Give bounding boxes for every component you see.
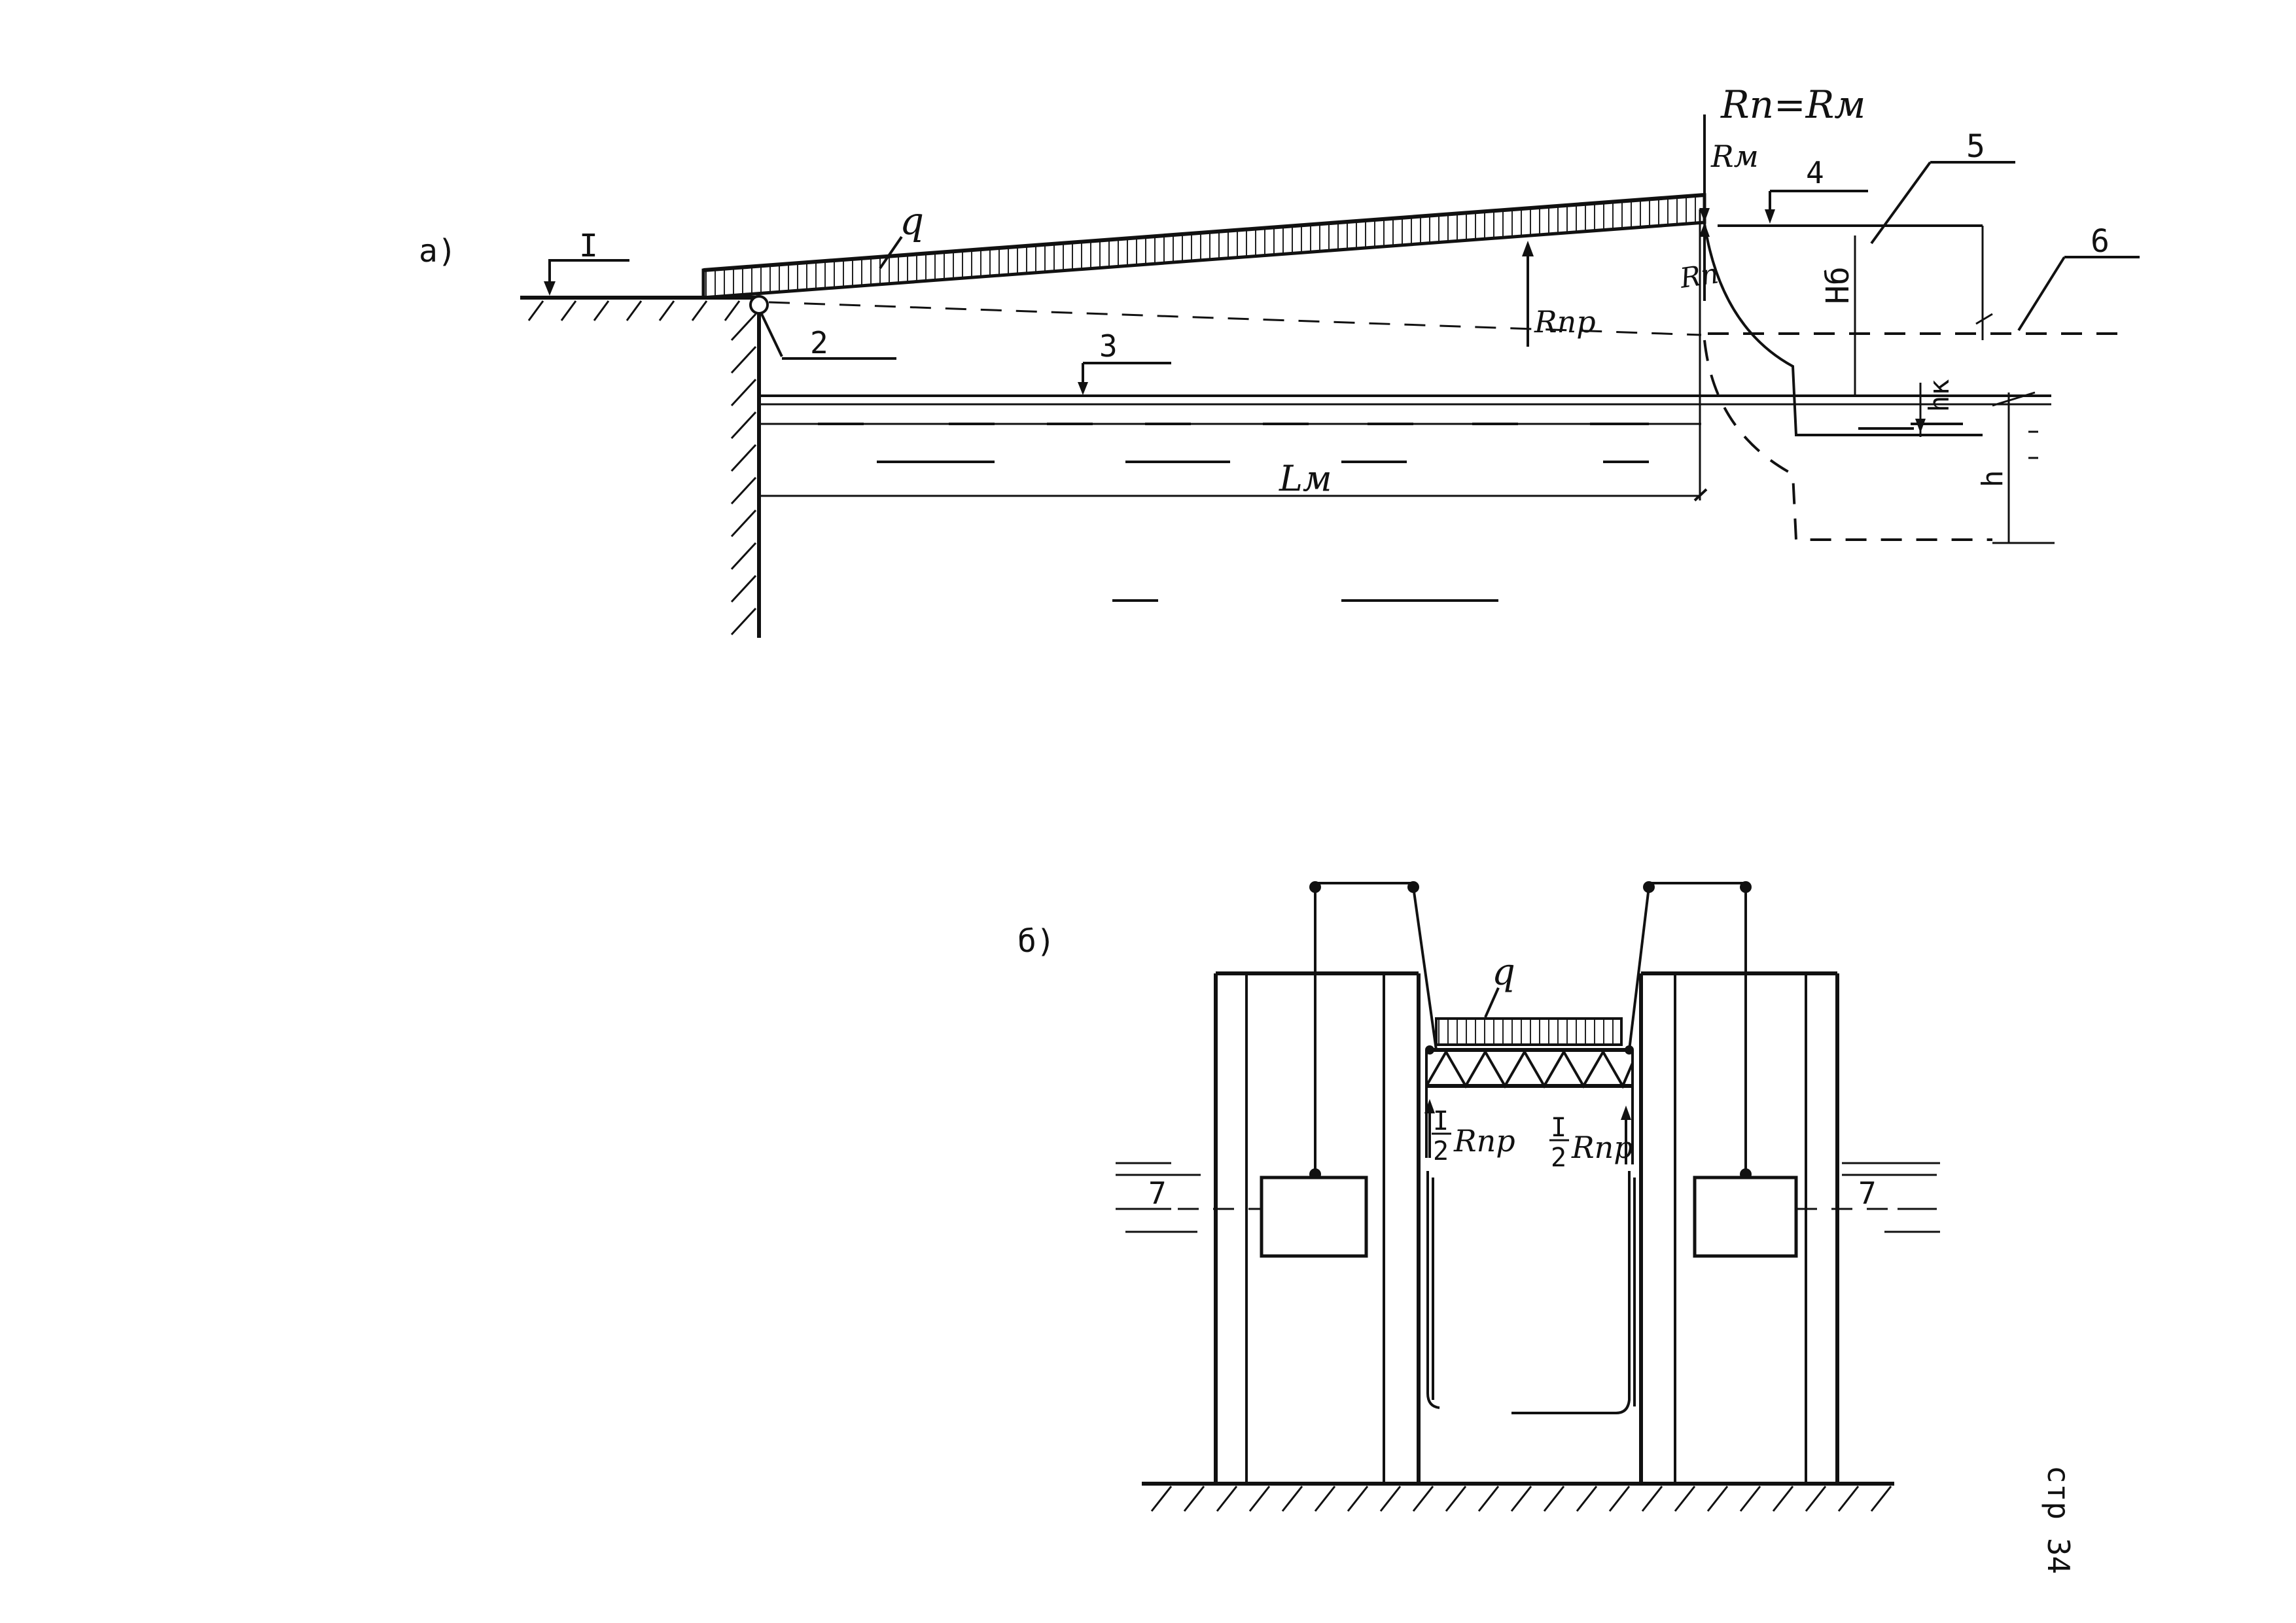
panel-a-label: а) bbox=[419, 233, 457, 270]
ramp-dashed-line bbox=[768, 301, 1702, 336]
span-dimension: Lм bbox=[759, 209, 1708, 502]
lift-deck bbox=[1425, 1017, 1634, 1164]
water-dashes bbox=[818, 423, 1963, 602]
right-cable bbox=[1628, 881, 1752, 1180]
hk-dim: hк bbox=[1858, 379, 1955, 437]
lift-frame bbox=[1426, 1171, 1636, 1414]
load-q-b: q bbox=[1484, 951, 1515, 1018]
callout-6-group: 6 bbox=[2017, 223, 2140, 332]
load-q: q bbox=[879, 199, 924, 270]
counterweight-right bbox=[1693, 1176, 1798, 1258]
section-mark-label: I bbox=[579, 228, 598, 264]
callout-3: 3 bbox=[1099, 328, 1118, 364]
reaction-left-sym: Rпр bbox=[1453, 1123, 1515, 1159]
label-7-right-group: 7 bbox=[1796, 1162, 1940, 1233]
label-7-left: 7 bbox=[1148, 1176, 1167, 1211]
pier-height-label: Hб bbox=[1820, 266, 1856, 304]
callout-5-group: 5 bbox=[1870, 128, 2015, 245]
reaction-right-den: 2 bbox=[1551, 1143, 1566, 1173]
reaction-right-b: I 2 Rпр bbox=[1549, 1106, 1633, 1173]
page-number: стр 34 bbox=[2041, 1465, 2076, 1574]
h-dim: h bbox=[1976, 391, 2055, 544]
label-7-right: 7 bbox=[1858, 1176, 1877, 1211]
right-tower bbox=[1639, 971, 1839, 1484]
panel-b: б) bbox=[1017, 881, 1940, 1512]
callout-4: 4 bbox=[1806, 155, 1824, 190]
pier-height-dim: Hб bbox=[1820, 236, 1856, 396]
label-7-left-group: 7 bbox=[1116, 1162, 1262, 1233]
left-tower bbox=[1214, 971, 1421, 1484]
reaction-right-num: I bbox=[1551, 1113, 1566, 1143]
load-q-b-label: q bbox=[1492, 951, 1515, 994]
retaining-wall bbox=[730, 298, 761, 638]
sloped-ramp bbox=[701, 193, 1706, 300]
span-label: Lм bbox=[1279, 458, 1332, 499]
reaction-right-sym: Rпр bbox=[1571, 1130, 1633, 1165]
load-q-label: q bbox=[900, 199, 924, 243]
deck-level: 4 bbox=[1765, 155, 1868, 224]
hk-label: hк bbox=[1923, 379, 1955, 412]
hinge: 2 bbox=[749, 295, 896, 360]
reaction-left-num: I bbox=[1433, 1106, 1449, 1136]
bottom-ground bbox=[1142, 1482, 1894, 1512]
reaction-equality: Rп=Rм bbox=[1720, 82, 1865, 127]
h-label: h bbox=[1976, 470, 2009, 488]
callout-6: 6 bbox=[2091, 223, 2110, 260]
reaction-pontoon: Rпр bbox=[1522, 241, 1596, 347]
water-level: 3 bbox=[759, 328, 2051, 425]
panel-a: а) bbox=[419, 82, 2140, 638]
callout-2: 2 bbox=[810, 325, 828, 360]
callout-5: 5 bbox=[1966, 128, 1985, 165]
reaction-left-b: I 2 Rпр bbox=[1424, 1099, 1515, 1166]
pier-reactions: Rп=Rм Rм Rп bbox=[1678, 82, 1865, 301]
left-cable bbox=[1309, 881, 1438, 1180]
pier-body bbox=[1703, 223, 2127, 541]
counterweight-left bbox=[1260, 1176, 1368, 1258]
ground-surface bbox=[520, 296, 756, 321]
section-mark: I bbox=[544, 228, 629, 296]
reaction-pontoon-label: Rпр bbox=[1534, 304, 1596, 340]
reaction-left-den: 2 bbox=[1433, 1136, 1449, 1166]
panel-b-label: б) bbox=[1017, 923, 1055, 960]
reaction-bridge-label: Rм bbox=[1710, 139, 1759, 174]
